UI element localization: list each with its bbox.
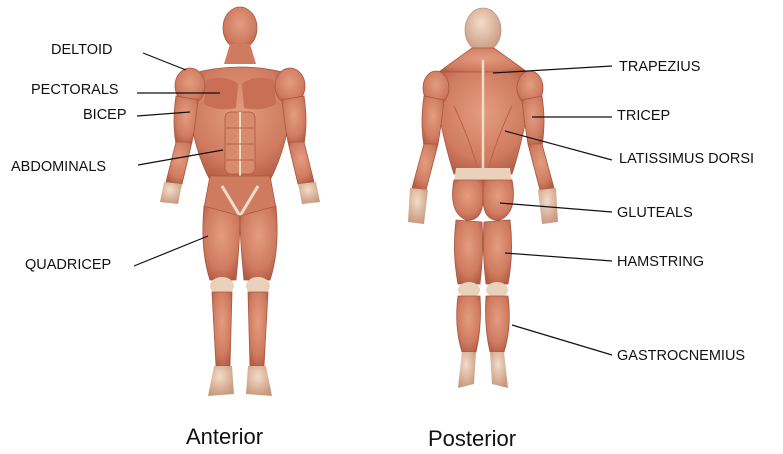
label-tricep: TRICEP: [617, 109, 670, 124]
label-bicep: BICEP: [83, 108, 127, 123]
caption-posterior: Posterior: [428, 428, 516, 450]
leader-latissimus: [505, 131, 612, 160]
label-deltoid: DELTOID: [51, 43, 113, 58]
posterior-figure: [408, 8, 558, 388]
label-trapezius: TRAPEZIUS: [619, 60, 700, 75]
leader-quadricep: [134, 236, 208, 266]
label-abdominals: ABDOMINALS: [11, 160, 106, 175]
label-pectorals: PECTORALS: [31, 83, 119, 98]
leader-deltoid: [143, 53, 186, 70]
label-hamstring: HAMSTRING: [617, 255, 704, 270]
leader-hamstring: [505, 253, 612, 261]
anterior-figure: [160, 7, 320, 396]
label-gluteals: GLUTEALS: [617, 206, 693, 221]
leader-gastrocnemius: [512, 325, 612, 355]
label-gastrocnemius: GASTROCNEMIUS: [617, 349, 745, 364]
label-latissimus-dorsi: LATISSIMUS DORSI: [619, 152, 754, 167]
label-quadricep: QUADRICEP: [25, 258, 111, 273]
caption-anterior: Anterior: [186, 426, 263, 448]
